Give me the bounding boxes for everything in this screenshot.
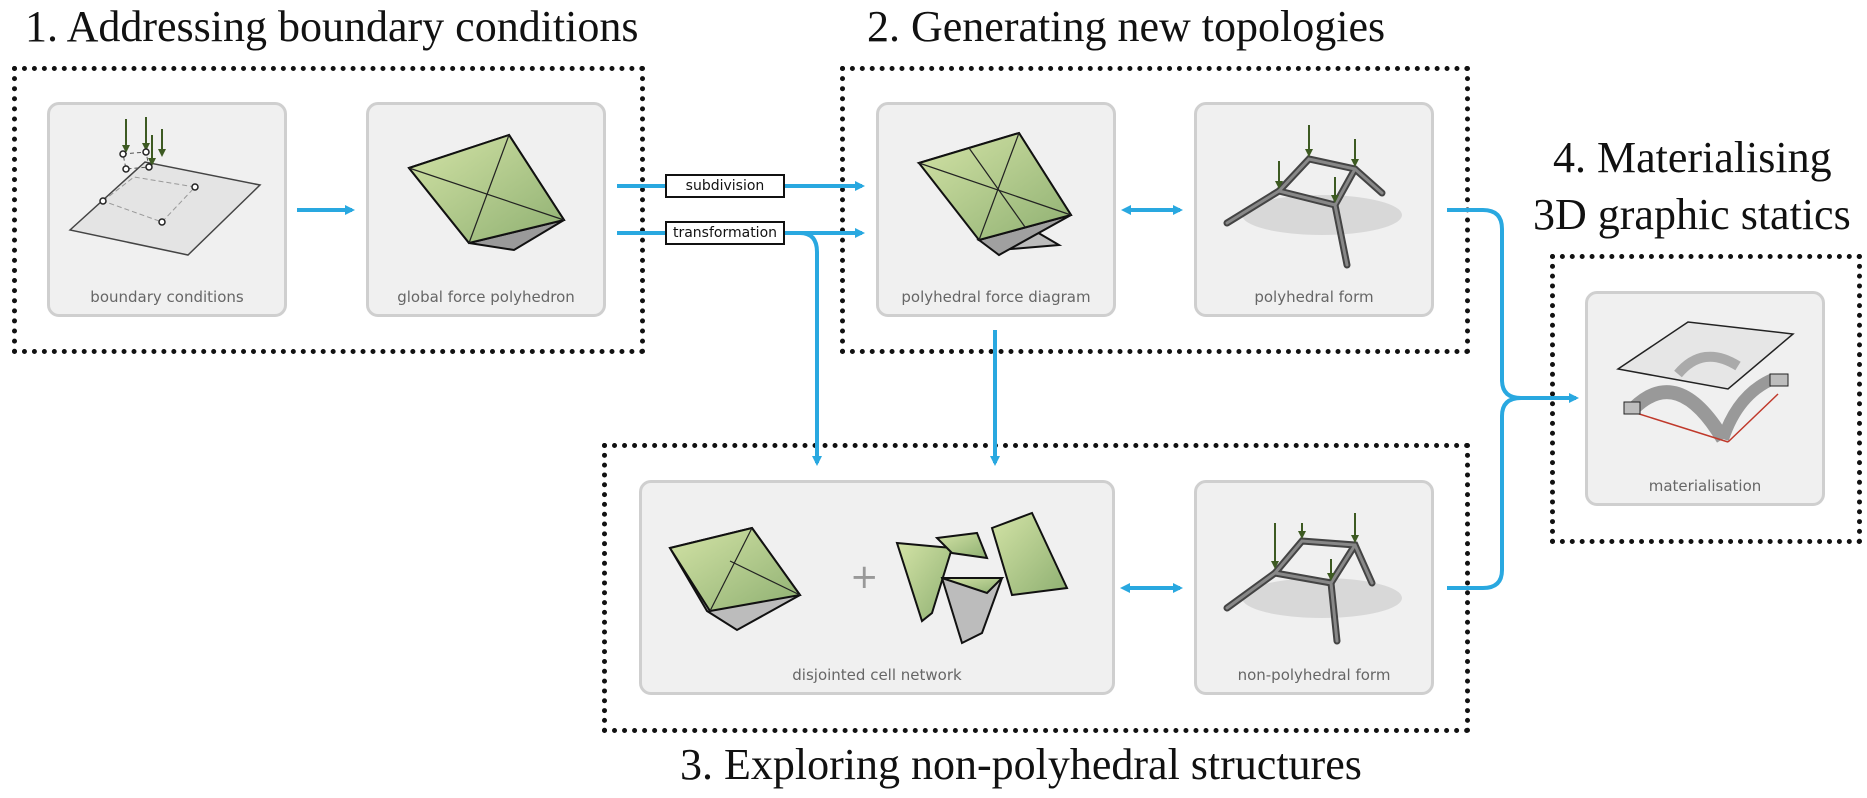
step-2-title: 2. Generating new topologies xyxy=(867,2,1386,51)
boundary-plane-illustration xyxy=(68,117,262,256)
arrow-transformation-down xyxy=(799,231,822,466)
polyhedral-force-diagram-card: polyhedral force diagram xyxy=(876,102,1116,317)
polyhedral-form-label: polyhedral form xyxy=(1254,288,1374,306)
disjointed-network-illustration: + xyxy=(668,511,1069,645)
section-1-frame xyxy=(12,66,645,354)
polyhedral-form-illustration xyxy=(1223,125,1402,269)
transformation-tag: transformation xyxy=(665,221,785,245)
arrow-nonpoly-to-material xyxy=(1447,396,1522,590)
boundary-conditions-label: boundary conditions xyxy=(90,288,244,306)
subdivision-tag: subdivision xyxy=(665,174,785,198)
force-diagram-illustration xyxy=(916,131,1073,257)
polyhedral-form-card: polyhedral form xyxy=(1194,102,1434,317)
disjointed-cell-network-label: disjointed cell network xyxy=(792,666,962,684)
global-polyhedron-illustration xyxy=(407,133,566,252)
arrow-form-to-material xyxy=(1447,208,1579,403)
step-1-title: 1. Addressing boundary conditions xyxy=(25,2,639,51)
plus-sign: + xyxy=(850,557,879,597)
materialisation-label: materialisation xyxy=(1648,477,1762,495)
non-polyhedral-form-illustration xyxy=(1223,513,1402,645)
polyhedral-force-diagram-label: polyhedral force diagram xyxy=(901,288,1091,306)
materialisation-card: materialisation xyxy=(1585,291,1825,506)
step-4-title-line1: 4. Materialising xyxy=(1553,133,1832,182)
materialisation-illustration xyxy=(1616,321,1795,443)
step-3-title: 3. Exploring non-polyhedral structures xyxy=(680,740,1362,789)
step-4-title-line2: 3D graphic statics xyxy=(1533,190,1851,239)
disjointed-cell-network-card: + disjointed cell network xyxy=(639,480,1115,695)
global-force-polyhedron-label: global force polyhedron xyxy=(397,288,575,306)
global-force-polyhedron-card: global force polyhedron xyxy=(366,102,606,317)
non-polyhedral-form-card: non-polyhedral form xyxy=(1194,480,1434,695)
non-polyhedral-form-label: non-polyhedral form xyxy=(1237,666,1391,684)
boundary-conditions-card: boundary conditions xyxy=(47,102,287,317)
